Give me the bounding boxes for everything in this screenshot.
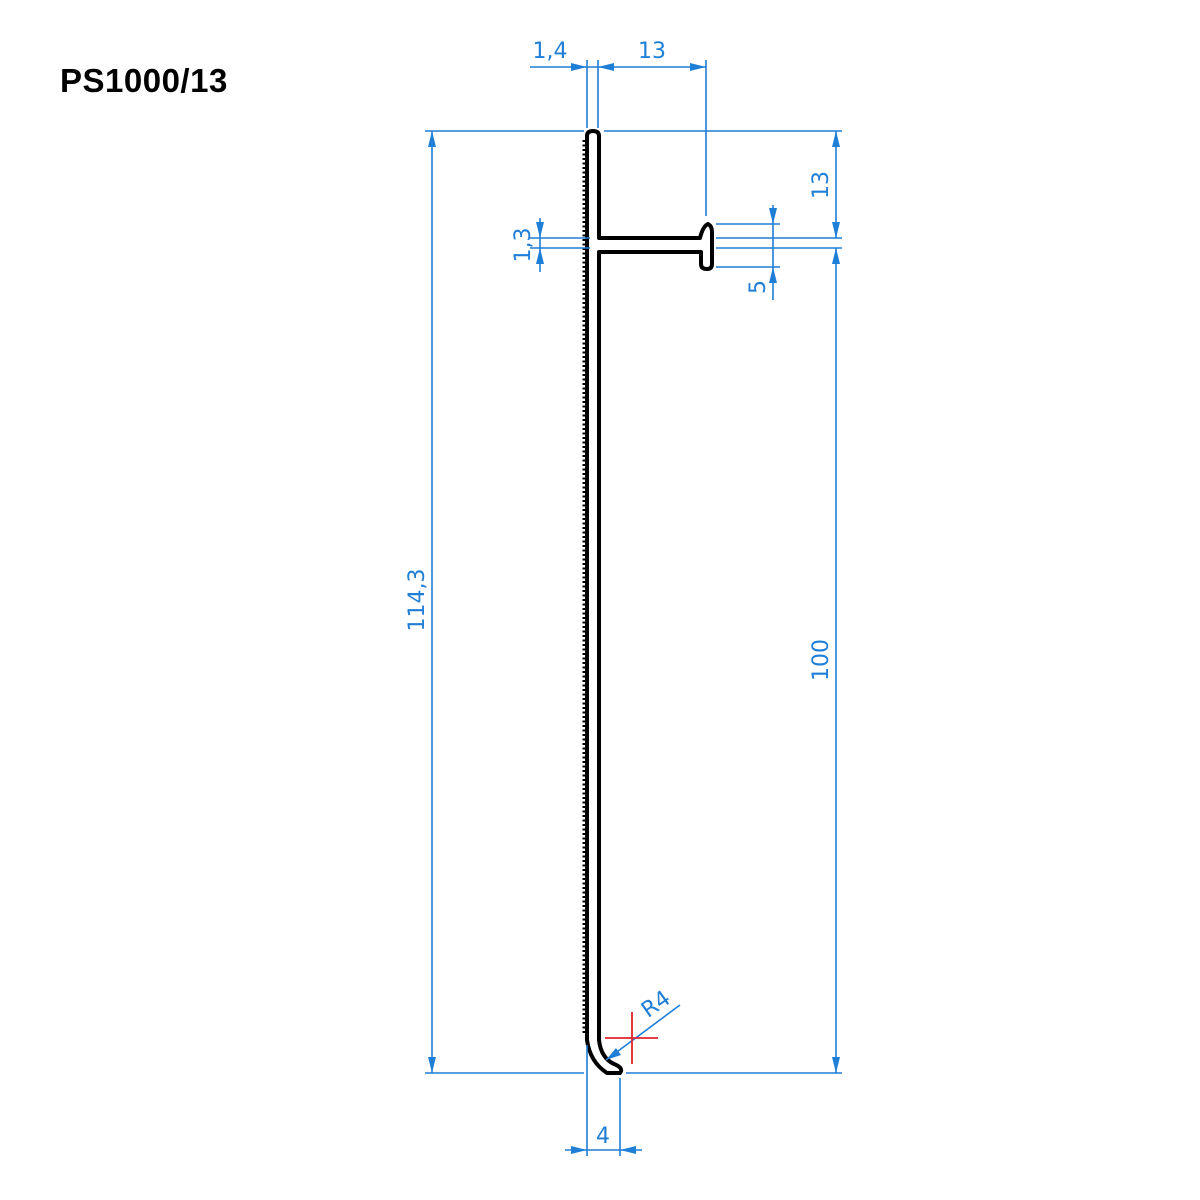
dim-top-to-arm-label: 13 [809,171,834,199]
dim-foot-radius-label: R4 [637,986,675,1023]
dim-total-height-label: 114,3 [405,569,430,632]
dim-arm-thickness-label: 1,3 [511,228,536,263]
dim-thickness-label: 1,4 [533,39,568,64]
dim-arm-length-label: 13 [638,39,666,64]
extension-lines [425,60,842,1156]
center-mark [605,1012,658,1064]
dim-arm-to-bottom-label: 100 [809,639,834,681]
dimension-arrows [428,63,840,1154]
dimension-lines [431,66,837,1151]
profile-outline [585,129,714,1075]
dim-foot-width-label: 4 [596,1124,610,1149]
dim-head-height-label: 5 [746,280,771,294]
product-title: PS1000/13 [60,62,228,99]
